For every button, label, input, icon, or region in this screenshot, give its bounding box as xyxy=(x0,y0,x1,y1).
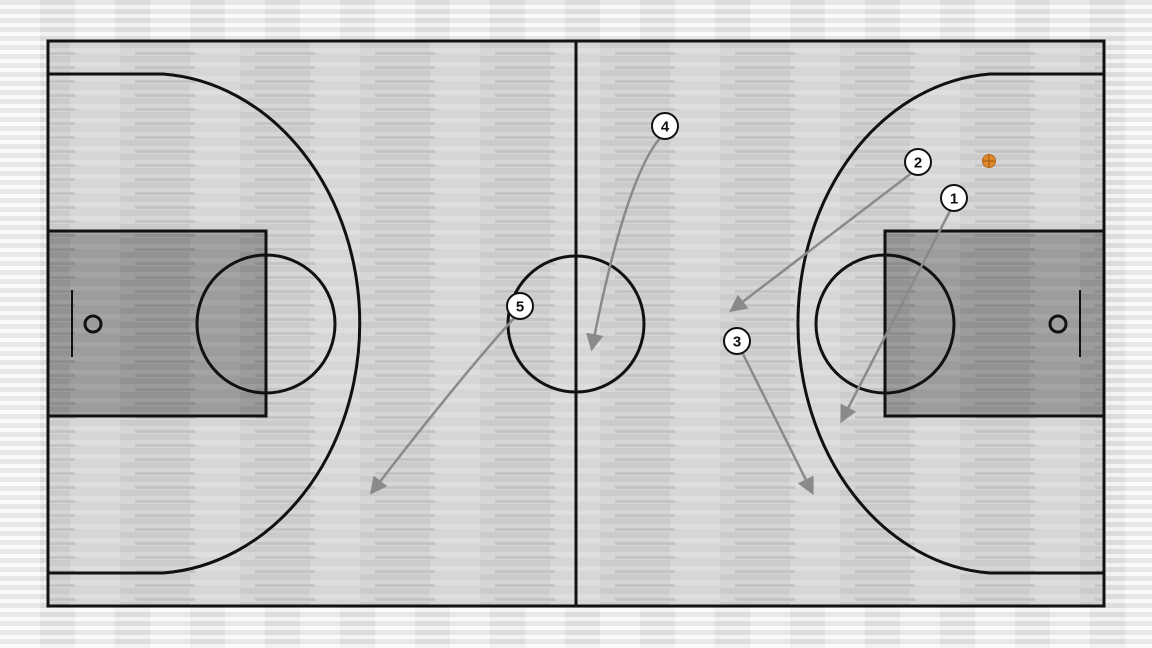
player-token-3[interactable]: 3 xyxy=(723,327,751,355)
player-2-path xyxy=(729,171,914,313)
right-three-point-line xyxy=(796,72,1104,575)
left-rim xyxy=(83,314,103,334)
right-free-throw-circle xyxy=(814,253,956,395)
player-number: 2 xyxy=(914,155,922,172)
player-number: 4 xyxy=(661,119,670,136)
left-paint xyxy=(46,229,268,418)
player-number: 1 xyxy=(950,191,958,208)
player-token-5[interactable]: 5 xyxy=(506,292,534,320)
left-free-throw-circle xyxy=(195,253,337,395)
player-3-path xyxy=(740,351,814,496)
player-1-path xyxy=(840,206,954,424)
right-paint xyxy=(883,229,1106,418)
player-token-4[interactable]: 4 xyxy=(651,112,679,140)
player-token-1[interactable]: 1 xyxy=(940,184,968,212)
player-token-2[interactable]: 2 xyxy=(904,148,932,176)
player-number: 3 xyxy=(733,334,741,351)
basketball-icon[interactable] xyxy=(982,154,996,168)
player-5-path xyxy=(369,315,517,495)
left-three-point-line xyxy=(48,72,362,575)
right-rim xyxy=(1048,314,1068,334)
movement-paths xyxy=(369,137,954,496)
player-number: 5 xyxy=(516,299,524,316)
player-4-path xyxy=(586,137,661,352)
